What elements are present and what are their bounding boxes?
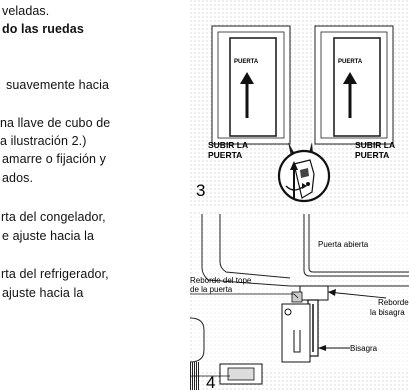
open-door-illustration xyxy=(303,214,409,277)
text-line-bold: do las ruedas xyxy=(2,22,84,36)
lift-door-label: SUBIR LA xyxy=(208,140,248,150)
text-line: a ilustración 2.) xyxy=(0,134,87,148)
hinge-flange-label: la bisagra xyxy=(370,308,405,317)
figure-number: 3 xyxy=(196,181,205,200)
door-label: PUERTA xyxy=(338,59,363,65)
text-line: rta del congelador, xyxy=(1,210,106,224)
right-door-illustration: PUERTA xyxy=(314,25,394,145)
text-line: na llave de cubo de xyxy=(0,116,111,130)
hinge-detail-circle xyxy=(277,149,331,203)
lift-door-label: SUBIR LA xyxy=(355,140,395,150)
lift-door-label: PUERTA xyxy=(355,150,389,160)
figure-number: 4 xyxy=(206,373,215,390)
hinge-illustration xyxy=(281,285,329,363)
hinge-flange-label: Reborde xyxy=(378,298,409,307)
text-line: veladas. xyxy=(2,4,50,18)
text-line: ajuste hacia la xyxy=(2,286,84,300)
top-flange-label: Reborde del tope xyxy=(190,276,252,285)
lift-door-label: PUERTA xyxy=(208,150,242,160)
door-label: PUERTA xyxy=(234,59,259,65)
text-line: ados. xyxy=(2,171,34,185)
hinge-label: Bisagra xyxy=(350,344,378,353)
text-line: amarre o fijación y xyxy=(2,152,107,166)
text-line: e ajuste hacia la xyxy=(2,229,95,243)
top-flange-label: de la puerta xyxy=(190,285,233,294)
open-door-label: Puerta abierta xyxy=(318,240,369,249)
text-line: suavemente hacia xyxy=(6,78,110,92)
cabinet-outline xyxy=(190,214,409,363)
figure-4-hinge-detail: Puerta abierta Reborde la bisagra Rebord… xyxy=(190,212,409,390)
left-door-illustration: PUERTA xyxy=(211,25,291,145)
text-line: rta del refrigerador, xyxy=(1,267,109,281)
figure-3-lift-doors: PUERTA PUERTA SUBIR LA PUERTA SUBIR LA P… xyxy=(190,0,409,206)
